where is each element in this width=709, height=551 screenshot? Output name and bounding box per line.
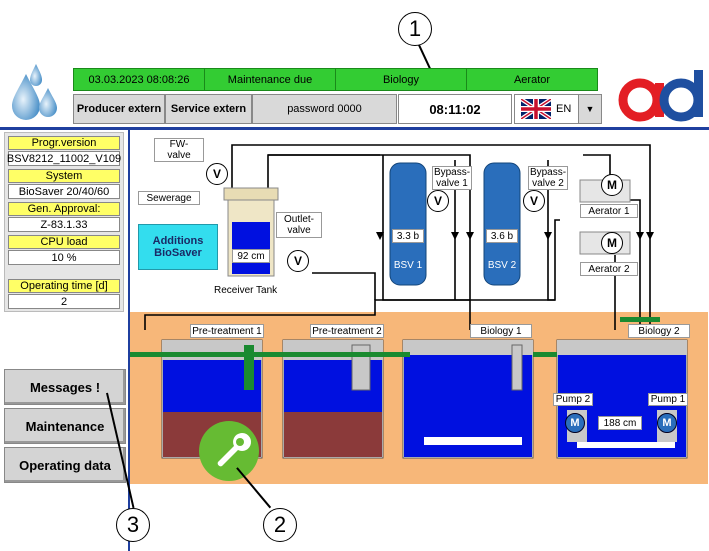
ad-logo [618,70,703,122]
fw-valve-label: FW- valve [154,138,204,162]
status-aerator: Aerator [513,73,551,86]
divider-line [0,127,709,130]
process-diagram [130,144,708,484]
additions-biosaver-button[interactable]: Additions BioSaver [138,224,218,270]
callout-3: 3 [116,508,150,542]
operating-data-button[interactable]: Operating data [4,447,126,483]
biology-1-label: Biology 1 [470,324,532,338]
outlet-valve-icon[interactable]: V [287,250,309,272]
biology-2-level-value: 188 cm [598,416,642,430]
status-biology: Biology [336,69,467,90]
bypass-valve-1-label: Bypass- valve 1 [432,166,472,190]
status-datetime: 03.03.2023 08:08:26 [74,69,205,90]
producer-extern-button[interactable]: Producer extern [73,94,165,124]
aerator-1-motor-icon[interactable]: M [601,174,623,196]
language-selector[interactable]: EN ▼ [514,94,602,124]
fw-valve-icon[interactable]: V [206,163,228,185]
aerator-2-motor-icon[interactable]: M [601,232,623,254]
approval-header: Gen. Approval: [8,202,120,216]
operating-time-header: Operating time [d] [8,279,120,293]
pump-1-icon[interactable]: M [657,413,677,433]
bsv2-label: BSV 2 [487,259,517,271]
maintenance-button[interactable]: Maintenance [4,408,126,444]
outlet-valve-label: Outlet- valve [276,212,322,238]
receiver-tank-label: Receiver Tank [214,285,278,296]
password-field[interactable]: password 0000 [252,94,397,124]
operating-time-value: 2 [8,294,120,309]
divider-line-vertical [128,130,130,551]
system-header: System [8,169,120,183]
aerator-2-label: Aerator 2 [580,262,638,276]
pre-treatment-1-label: Pre-treatment 1 [190,324,264,338]
progr-version-header: Progr.version [8,136,120,150]
bypass-valve-2-icon[interactable]: V [523,190,545,212]
aerator-1-label: Aerator 1 [580,204,638,218]
bypass-valve-1-icon[interactable]: V [427,190,449,212]
uk-flag-icon [521,99,551,119]
bsv1-pressure-value: 3.3 b [392,229,424,243]
callout-1: 1 [398,12,432,46]
bsv2-pressure-value: 3.6 b [486,229,518,243]
callout-1-line [418,44,432,71]
receiver-level-value: 92 cm [232,249,270,263]
clock-display: 08:11:02 [398,94,512,124]
bsv1-label: BSV 1 [393,259,423,271]
progr-version-value: BSV8212_11002_V109 [6,151,122,166]
biology-2-label: Biology 2 [628,324,690,338]
pump-2-icon[interactable]: M [565,413,585,433]
service-extern-button[interactable]: Service extern [165,94,252,124]
sewerage-label: Sewerage [138,191,200,205]
language-label: EN [556,103,572,115]
water-drops-logo [12,64,57,120]
approval-value: Z-83.1.33 [8,217,120,232]
pre-treatment-2-label: Pre-treatment 2 [310,324,384,338]
chevron-down-icon[interactable]: ▼ [578,95,601,123]
callout-2: 2 [263,508,297,542]
messages-button[interactable]: Messages ! [4,369,126,405]
bypass-valve-2-label: Bypass- valve 2 [528,166,568,190]
system-value: BioSaver 20/40/60 [8,184,120,199]
cpu-load-header: CPU load [8,235,120,249]
pump-1-label: Pump 1 [648,393,688,406]
wrench-icon[interactable] [198,420,260,482]
status-maintenance: Maintenance due [205,69,336,90]
pump-2-label: Pump 2 [553,393,593,406]
status-bar: 03.03.2023 08:08:26 Maintenance due Biol… [73,68,598,91]
cpu-load-value: 10 % [8,250,120,265]
